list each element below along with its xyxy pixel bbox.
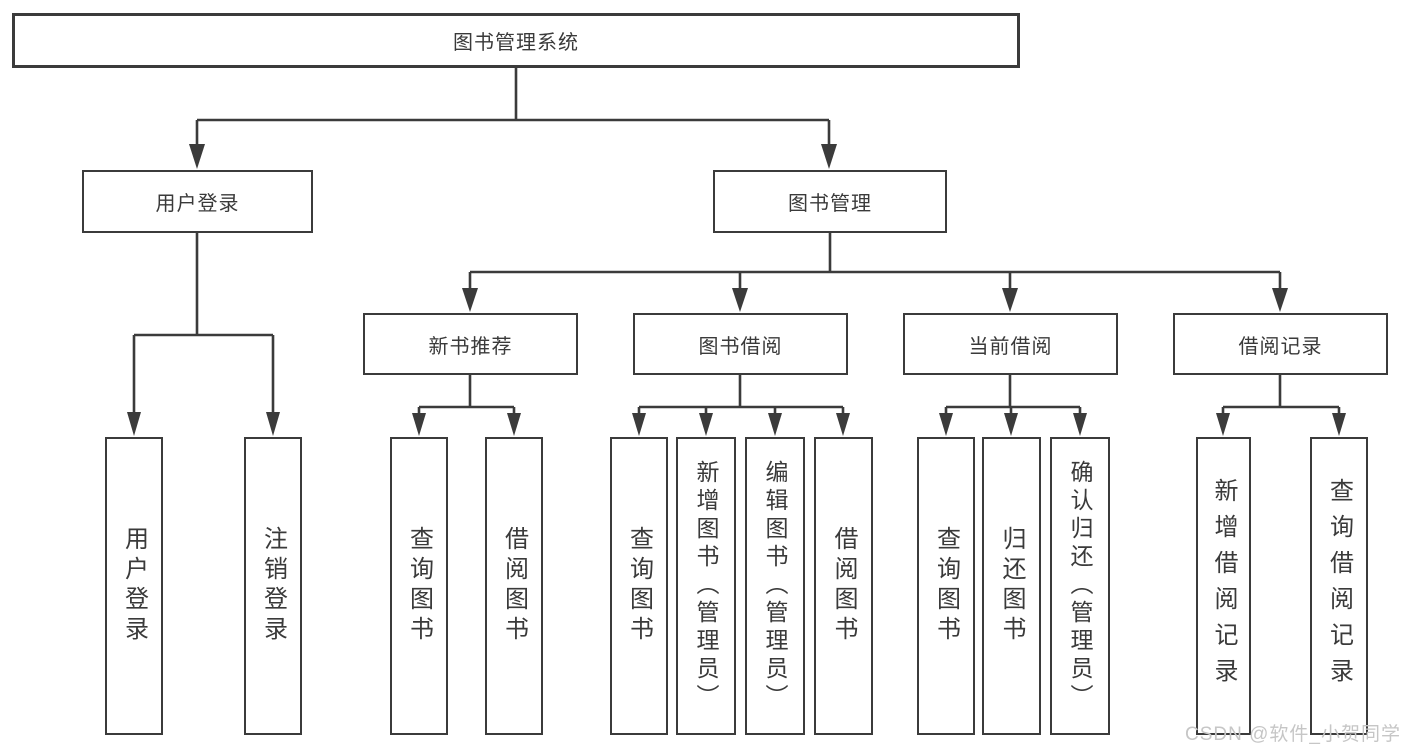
leaf-query-books: 查询图书: [917, 437, 975, 735]
node-library-management-system: 图书管理系统: [12, 13, 1020, 68]
leaf-user-login: 用户登录: [105, 437, 163, 735]
node-label: 图书管理系统: [453, 32, 579, 54]
leaf-label: 确认归还（管理员）: [1067, 460, 1093, 712]
connector-current-to-leaves: [939, 373, 1087, 436]
node-current-borrow: 当前借阅: [903, 313, 1118, 375]
leaf-return-books: 归还图书: [982, 437, 1041, 735]
connector-newbook-to-leaves: [412, 373, 521, 436]
node-label: 用户登录: [155, 193, 240, 215]
leaf-add-books-admin: 新增图书（管理员）: [676, 437, 736, 735]
node-book-management: 图书管理: [713, 170, 947, 233]
node-label: 当前借阅: [968, 335, 1053, 358]
leaf-edit-books-admin: 编辑图书（管理员）: [745, 437, 805, 735]
leaf-add-borrow-record: 新增借阅记录: [1196, 437, 1251, 735]
node-borrow-record: 借阅记录: [1173, 313, 1388, 375]
leaf-logout: 注销登录: [244, 437, 302, 735]
node-label: 图书借阅: [698, 335, 783, 358]
node-user-login: 用户登录: [82, 170, 313, 233]
leaf-label: 注销登录: [259, 526, 287, 646]
leaf-label: 编辑图书（管理员）: [762, 460, 788, 712]
leaf-label: 查询图书: [405, 526, 433, 646]
node-label: 新书推荐: [428, 335, 513, 358]
connector-record-to-leaves: [1216, 373, 1346, 436]
leaf-label: 新增借阅记录: [1210, 478, 1237, 694]
node-label: 借阅记录: [1238, 335, 1323, 358]
leaf-borrow-books: 借阅图书: [814, 437, 873, 735]
leaf-label: 借阅图书: [830, 526, 857, 646]
csdn-watermark: CSDN @软件_小贺同学: [1185, 724, 1401, 745]
leaf-label: 查询图书: [932, 526, 960, 646]
node-book-borrow: 图书借阅: [633, 313, 848, 375]
connector-root-to-level2: [189, 66, 837, 169]
leaf-label: 借阅图书: [500, 526, 528, 646]
leaf-label: 新增图书（管理员）: [693, 460, 719, 712]
node-new-book-recommend: 新书推荐: [363, 313, 578, 375]
leaf-confirm-return-admin: 确认归还（管理员）: [1050, 437, 1110, 735]
node-label: 图书管理: [788, 193, 872, 215]
leaf-query-books: 查询图书: [610, 437, 668, 735]
leaf-label: 查询借阅记录: [1325, 478, 1353, 694]
leaf-query-borrow-record: 查询借阅记录: [1310, 437, 1368, 735]
leaf-query-books: 查询图书: [390, 437, 448, 735]
connector-userlogin-to-leaves: [127, 231, 280, 436]
connector-bookmgmt-to-level3: [462, 231, 1288, 312]
leaf-borrow-books: 借阅图书: [485, 437, 543, 735]
connector-borrow-to-leaves: [632, 373, 850, 436]
leaf-label: 归还图书: [998, 526, 1025, 646]
leaf-label: 查询图书: [625, 526, 653, 646]
leaf-label: 用户登录: [120, 526, 148, 646]
